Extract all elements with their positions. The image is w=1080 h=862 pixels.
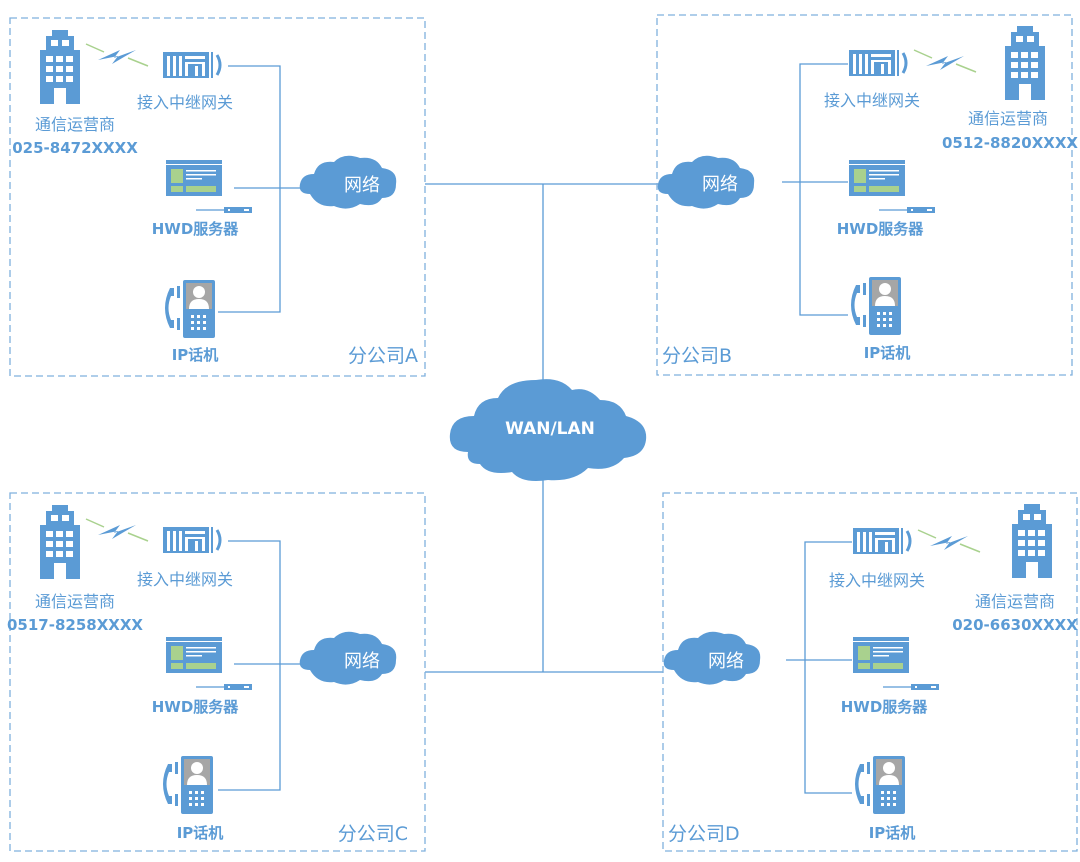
gateway-label: 接入中继网关 (824, 91, 920, 110)
branch-name: 分公司A (348, 345, 418, 367)
carrier-number: 020-6630XXXX (952, 616, 1078, 634)
gateway-label: 接入中继网关 (137, 570, 233, 589)
network-label: 网络 (702, 174, 738, 195)
branch-d-bus (804, 541, 852, 794)
carrier-number: 0517-8258XXXX (7, 616, 143, 634)
branch-b-boundary (656, 14, 1073, 376)
gateway-icon (161, 50, 222, 80)
ip-phone-icon (851, 277, 901, 335)
gateway-icon (161, 525, 222, 555)
core-label: WAN/LAN (505, 419, 595, 439)
gateway-icon (851, 526, 912, 556)
branch-b-bus (799, 63, 848, 316)
carrier-number: 0512-8820XXXX (942, 134, 1078, 152)
branch-c: 接入中继网关 通信运营商 0517-8258XXXX HWD服务器 IP话机 网… (7, 492, 426, 852)
branch-name: 分公司B (662, 345, 732, 367)
phone-label: IP话机 (864, 344, 911, 362)
ip-phone-icon (163, 756, 213, 814)
ip-phone-icon (855, 756, 905, 814)
server-label: HWD服务器 (841, 698, 929, 716)
building-icon (1005, 26, 1045, 100)
server-icon (165, 159, 253, 214)
branch-b: 接入中继网关 通信运营商 0512-8820XXXX HWD服务器 IP话机 网… (656, 14, 1078, 376)
ip-phone-icon (165, 280, 215, 338)
network-label: 网络 (708, 651, 744, 672)
carrier-number: 025-8472XXXX (12, 139, 138, 157)
wireless-link-icon (85, 518, 149, 542)
branch-d-boundary (662, 492, 1078, 852)
branch-a-boundary (9, 17, 426, 377)
core-wan-lan: WAN/LAN (449, 379, 647, 481)
server-label: HWD服务器 (837, 220, 925, 238)
carrier-label: 通信运营商 (975, 592, 1055, 611)
building-icon (40, 505, 80, 579)
carrier-label: 通信运营商 (968, 109, 1048, 128)
phone-label: IP话机 (177, 824, 224, 842)
branch-a-bus (218, 65, 281, 313)
gateway-label: 接入中继网关 (829, 571, 925, 590)
server-icon (848, 159, 936, 214)
server-label: HWD服务器 (152, 698, 240, 716)
gateway-icon (847, 48, 908, 78)
branch-c-bus (218, 540, 281, 791)
wireless-link-icon (913, 49, 977, 73)
branch-a: 接入中继网关 通信运营商 025-8472XXXX HWD服务器 IP话机 网络… (9, 17, 426, 377)
carrier-label: 通信运营商 (35, 592, 115, 611)
gateway-label: 接入中继网关 (137, 93, 233, 112)
wireless-link-icon (85, 43, 149, 67)
branch-d: 接入中继网关 通信运营商 020-6630XXXX HWD服务器 IP话机 网络… (662, 492, 1078, 852)
phone-label: IP话机 (172, 346, 219, 364)
carrier-label: 通信运营商 (35, 115, 115, 134)
phone-label: IP话机 (869, 824, 916, 842)
building-icon (40, 30, 80, 104)
branch-name: 分公司C (338, 823, 408, 845)
branch-name: 分公司D (668, 823, 740, 845)
network-label: 网络 (344, 651, 380, 672)
branch-c-boundary (9, 492, 426, 852)
network-label: 网络 (344, 175, 380, 196)
building-icon (1012, 504, 1052, 578)
server-icon (852, 636, 940, 691)
server-label: HWD服务器 (152, 220, 240, 238)
wireless-link-icon (917, 529, 981, 553)
